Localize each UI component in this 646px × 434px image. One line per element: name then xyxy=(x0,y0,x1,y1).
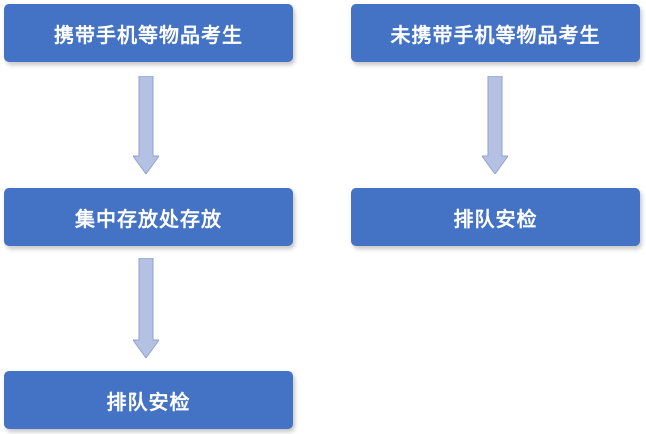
box-central-storage: 集中存放处存放 xyxy=(4,188,293,246)
box-with-phone-candidates: 携带手机等物品考生 xyxy=(4,4,293,62)
box-security-check-left: 排队安检 xyxy=(4,371,293,429)
box-central-storage-label: 集中存放处存放 xyxy=(75,206,222,231)
box-security-check-right: 排队安检 xyxy=(351,188,640,246)
box-without-phone-candidates: 未携带手机等物品考生 xyxy=(351,4,640,62)
arrow-down-icon xyxy=(133,258,159,358)
box-with-phone-candidates-label: 携带手机等物品考生 xyxy=(54,22,243,47)
box-security-check-right-label: 排队安检 xyxy=(453,206,538,231)
box-security-check-left-label: 排队安检 xyxy=(106,389,191,414)
arrow-down-icon xyxy=(482,76,508,174)
box-without-phone-candidates-label: 未携带手机等物品考生 xyxy=(390,22,601,47)
arrow-down-icon xyxy=(133,76,159,174)
